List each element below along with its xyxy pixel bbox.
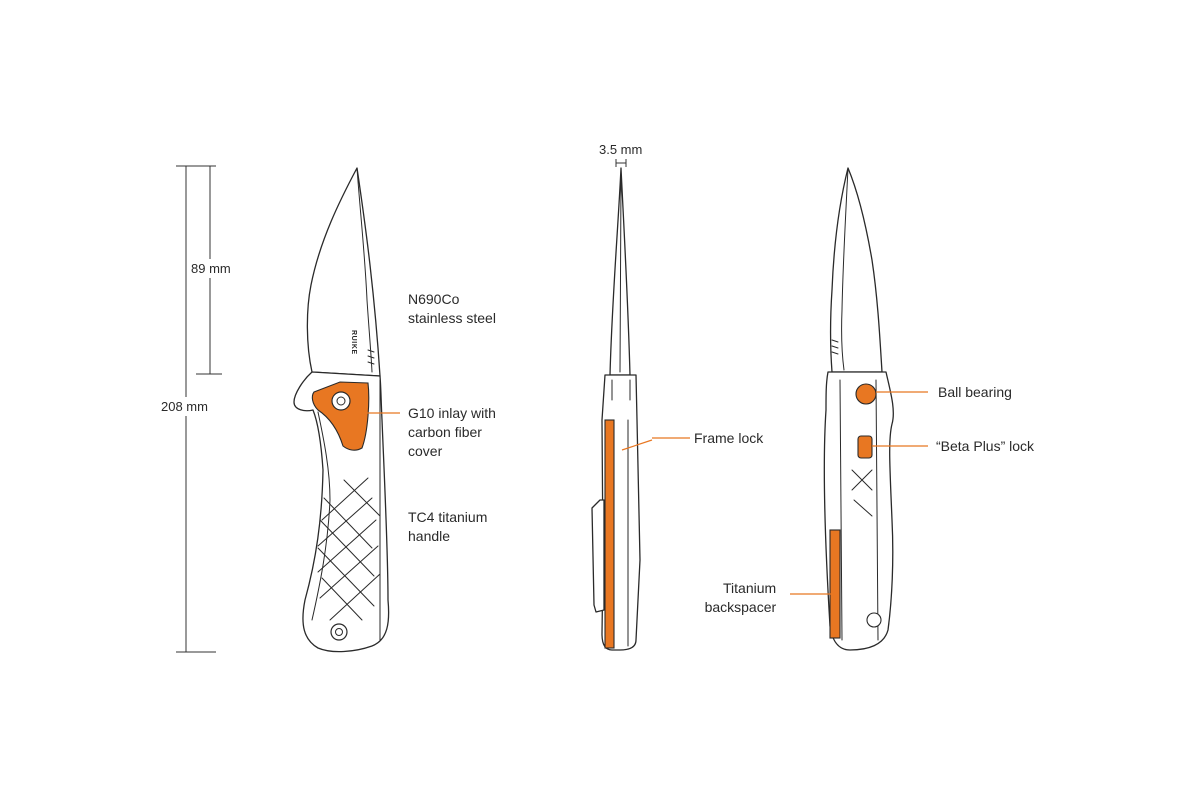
knife-front-view: RUIKE: [293, 167, 400, 653]
pocket-clip: [591, 499, 605, 613]
handle-texture: [317, 477, 381, 621]
blade-front: [306, 167, 381, 377]
backspacer-back: [829, 529, 841, 639]
brand-logo: RUIKE: [350, 330, 357, 355]
handle-front: [293, 371, 390, 653]
handle-label: TC4 titanium handle: [408, 509, 488, 544]
knife-back-view: [790, 167, 928, 651]
frame-lock-label: Frame lock: [694, 430, 764, 446]
blade-length-label: 89 mm: [190, 259, 232, 278]
dimension-lines: [176, 159, 627, 653]
inlay-label: G10 inlay with carbon fiber cover: [408, 405, 496, 459]
blade-steel-label: N690Co stainless steel: [408, 291, 496, 326]
knife-spine-view: [591, 167, 690, 651]
blade-thickness-label: 3.5 mm: [598, 140, 644, 159]
beta-plus-lock-icon: [857, 435, 873, 459]
ball-bearing-pivot: [855, 383, 877, 405]
backspacer-label: Titanium backspacer: [704, 580, 777, 615]
overall-length-label: 208 mm: [160, 397, 209, 416]
ball-bearing-label: Ball bearing: [938, 384, 1012, 400]
beta-plus-lock-label: “Beta Plus” lock: [936, 438, 1035, 454]
blade-back: [829, 167, 883, 373]
backspacer-spine: [604, 419, 615, 649]
